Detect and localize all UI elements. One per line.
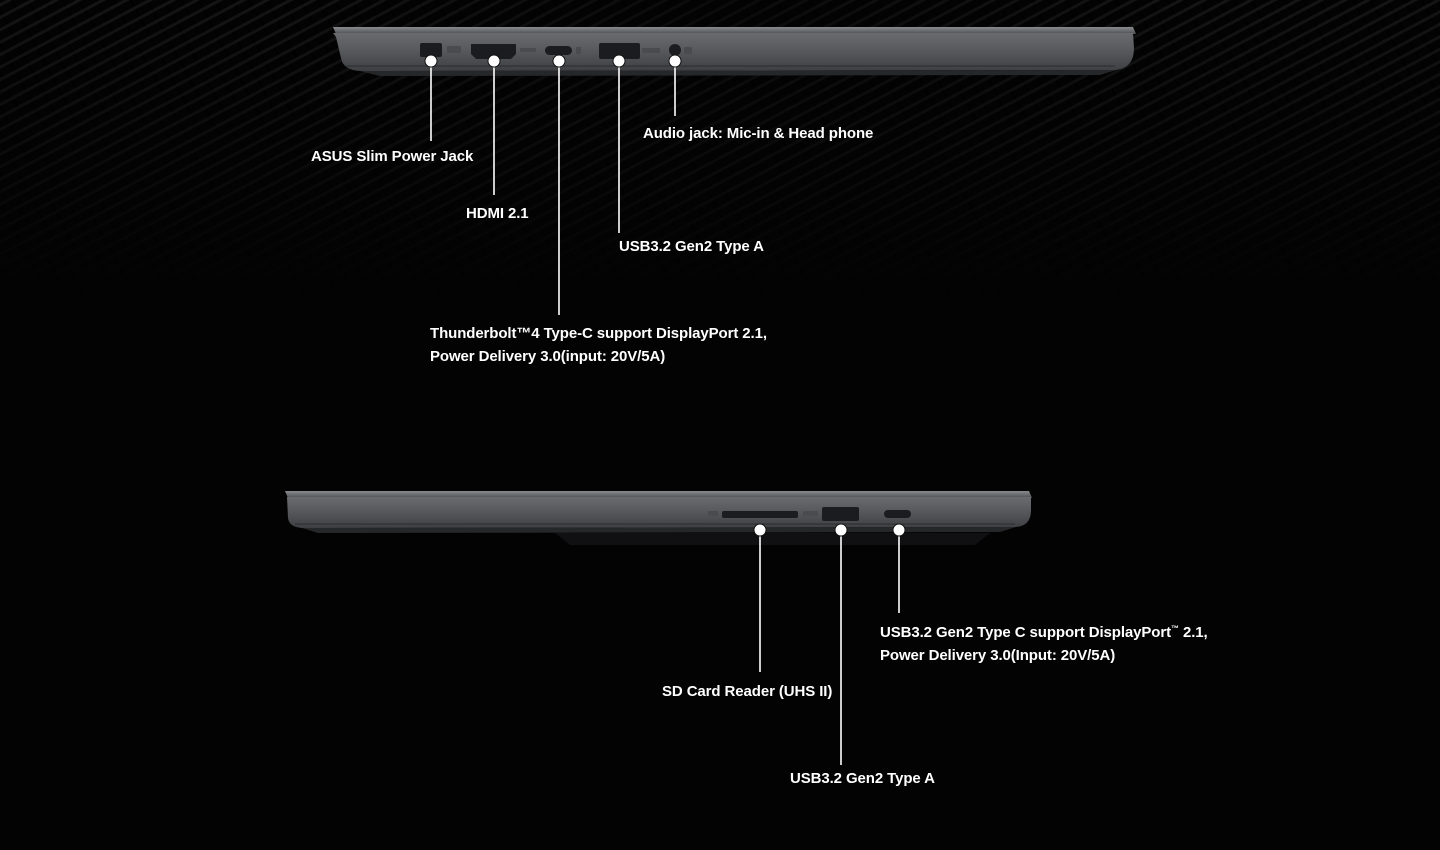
laptop-bottom-chassis [285,491,1032,545]
label-usb-c-line1: USB3.2 Gen2 Type C support DisplayPort™ … [880,617,1208,644]
label-usb-c-line1-end: 2.1, [1178,624,1208,641]
label-thunderbolt-line1: Thunderbolt™4 Type-C support DisplayPort… [430,325,767,342]
callout-dot-audio [668,54,682,68]
usb-a-port-left [599,43,640,59]
callout-dot-usb-c-right [892,523,906,537]
callout-dot-power-jack [424,54,438,68]
callout-dot-usb-a-right [834,523,848,537]
bottom-ports [708,507,911,521]
laptop-top-chassis [333,27,1136,76]
label-usb-c-tm: ™ [1171,624,1179,633]
usb-c-port-right [884,510,911,518]
label-hdmi: HDMI 2.1 [466,205,529,222]
thunderbolt-port [545,46,572,55]
label-usb-a-right: USB3.2 Gen2 Type A [790,770,935,787]
callout-dot-sd-card [753,523,767,537]
label-audio-jack: Audio jack: Mic-in & Head phone [643,125,874,142]
label-thunderbolt: Thunderbolt™4 Type-C support DisplayPort… [430,322,767,368]
label-sd-card: SD Card Reader (UHS II) [662,683,833,700]
callout-dot-thunderbolt [552,54,566,68]
audio-jack-port [669,44,681,56]
usb-a-port-right [822,507,859,521]
label-usb-a-left: USB3.2 Gen2 Type A [619,238,764,255]
callout-dot-usb-a-left [612,54,626,68]
sd-card-slot [722,511,798,518]
label-usb-c: USB3.2 Gen2 Type C support DisplayPort™ … [880,617,1208,667]
hdmi-port [471,44,516,59]
power-jack-port [420,43,442,57]
label-power-jack: ASUS Slim Power Jack [311,148,474,165]
label-usb-c-line1-text: USB3.2 Gen2 Type C support DisplayPort [880,624,1171,641]
label-usb-c-line2: Power Delivery 3.0(Input: 20V/5A) [880,647,1116,664]
top-ports [420,43,692,59]
label-thunderbolt-line2: Power Delivery 3.0(input: 20V/5A) [430,348,666,365]
callout-dot-hdmi [487,54,501,68]
